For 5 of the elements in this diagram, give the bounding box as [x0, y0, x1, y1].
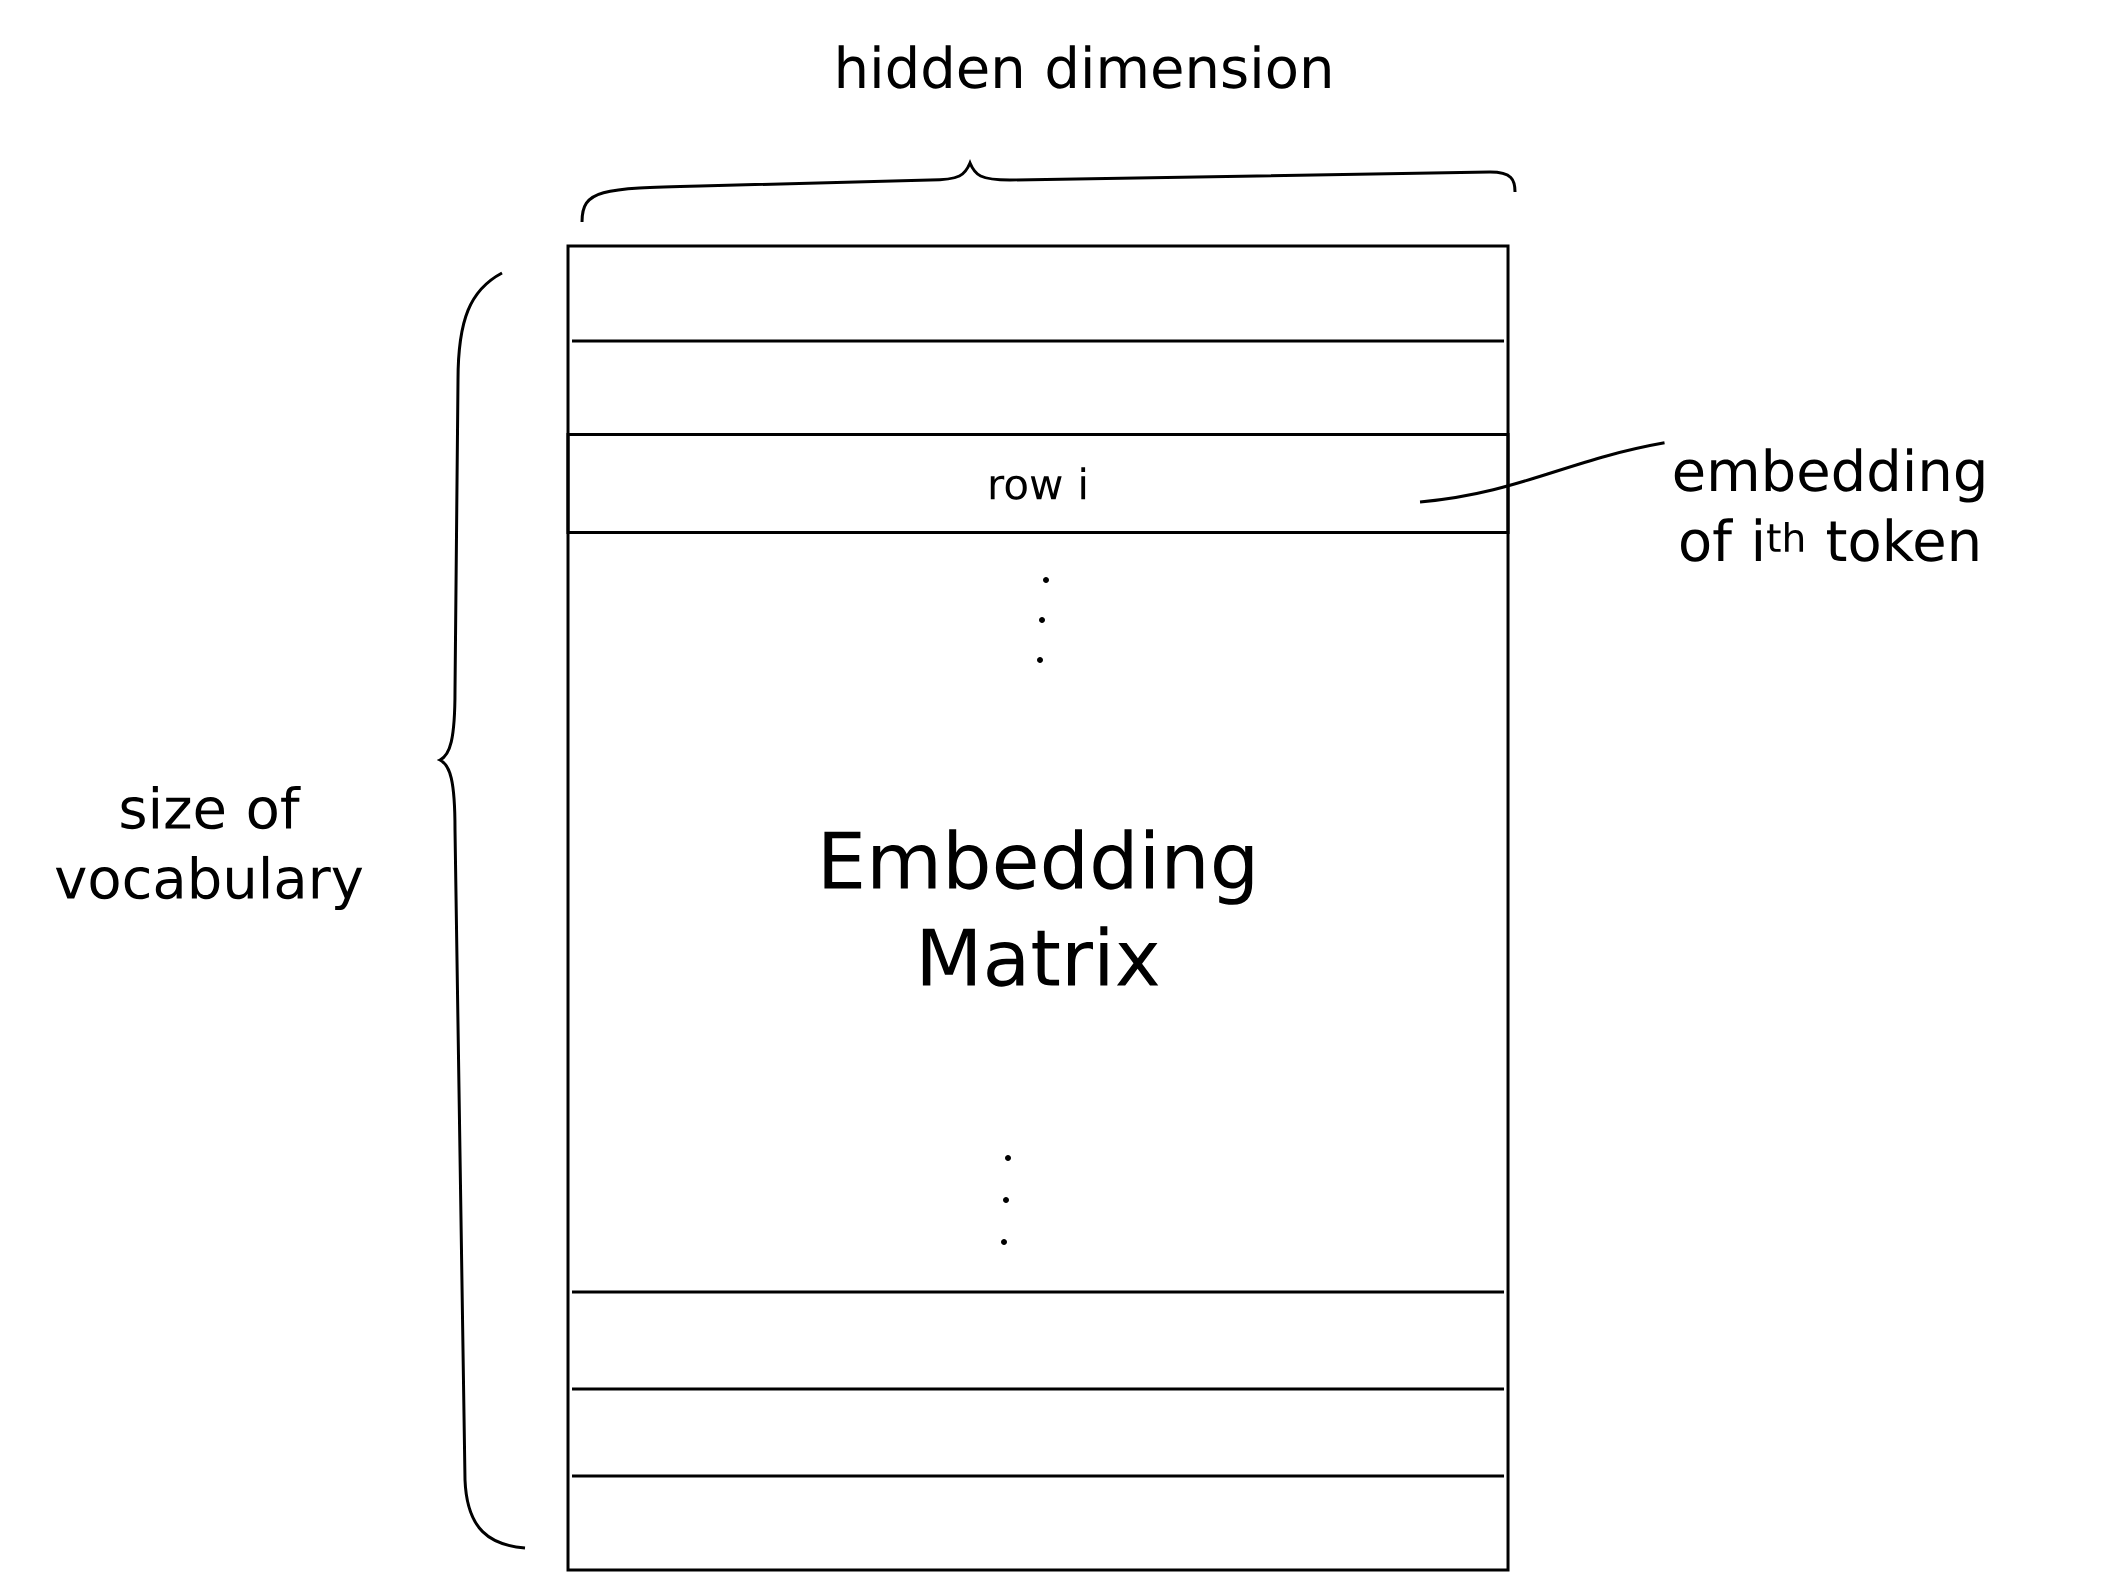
leader-line [1419, 441, 1665, 504]
dimension-label: hidden dimension [838, 45, 1330, 89]
annotation-text: embedding of i$^{th}$ token [1674, 448, 1984, 562]
dimension-label: size of vocabulary [55, 785, 363, 911]
matrix-row: row i [566, 433, 1510, 534]
